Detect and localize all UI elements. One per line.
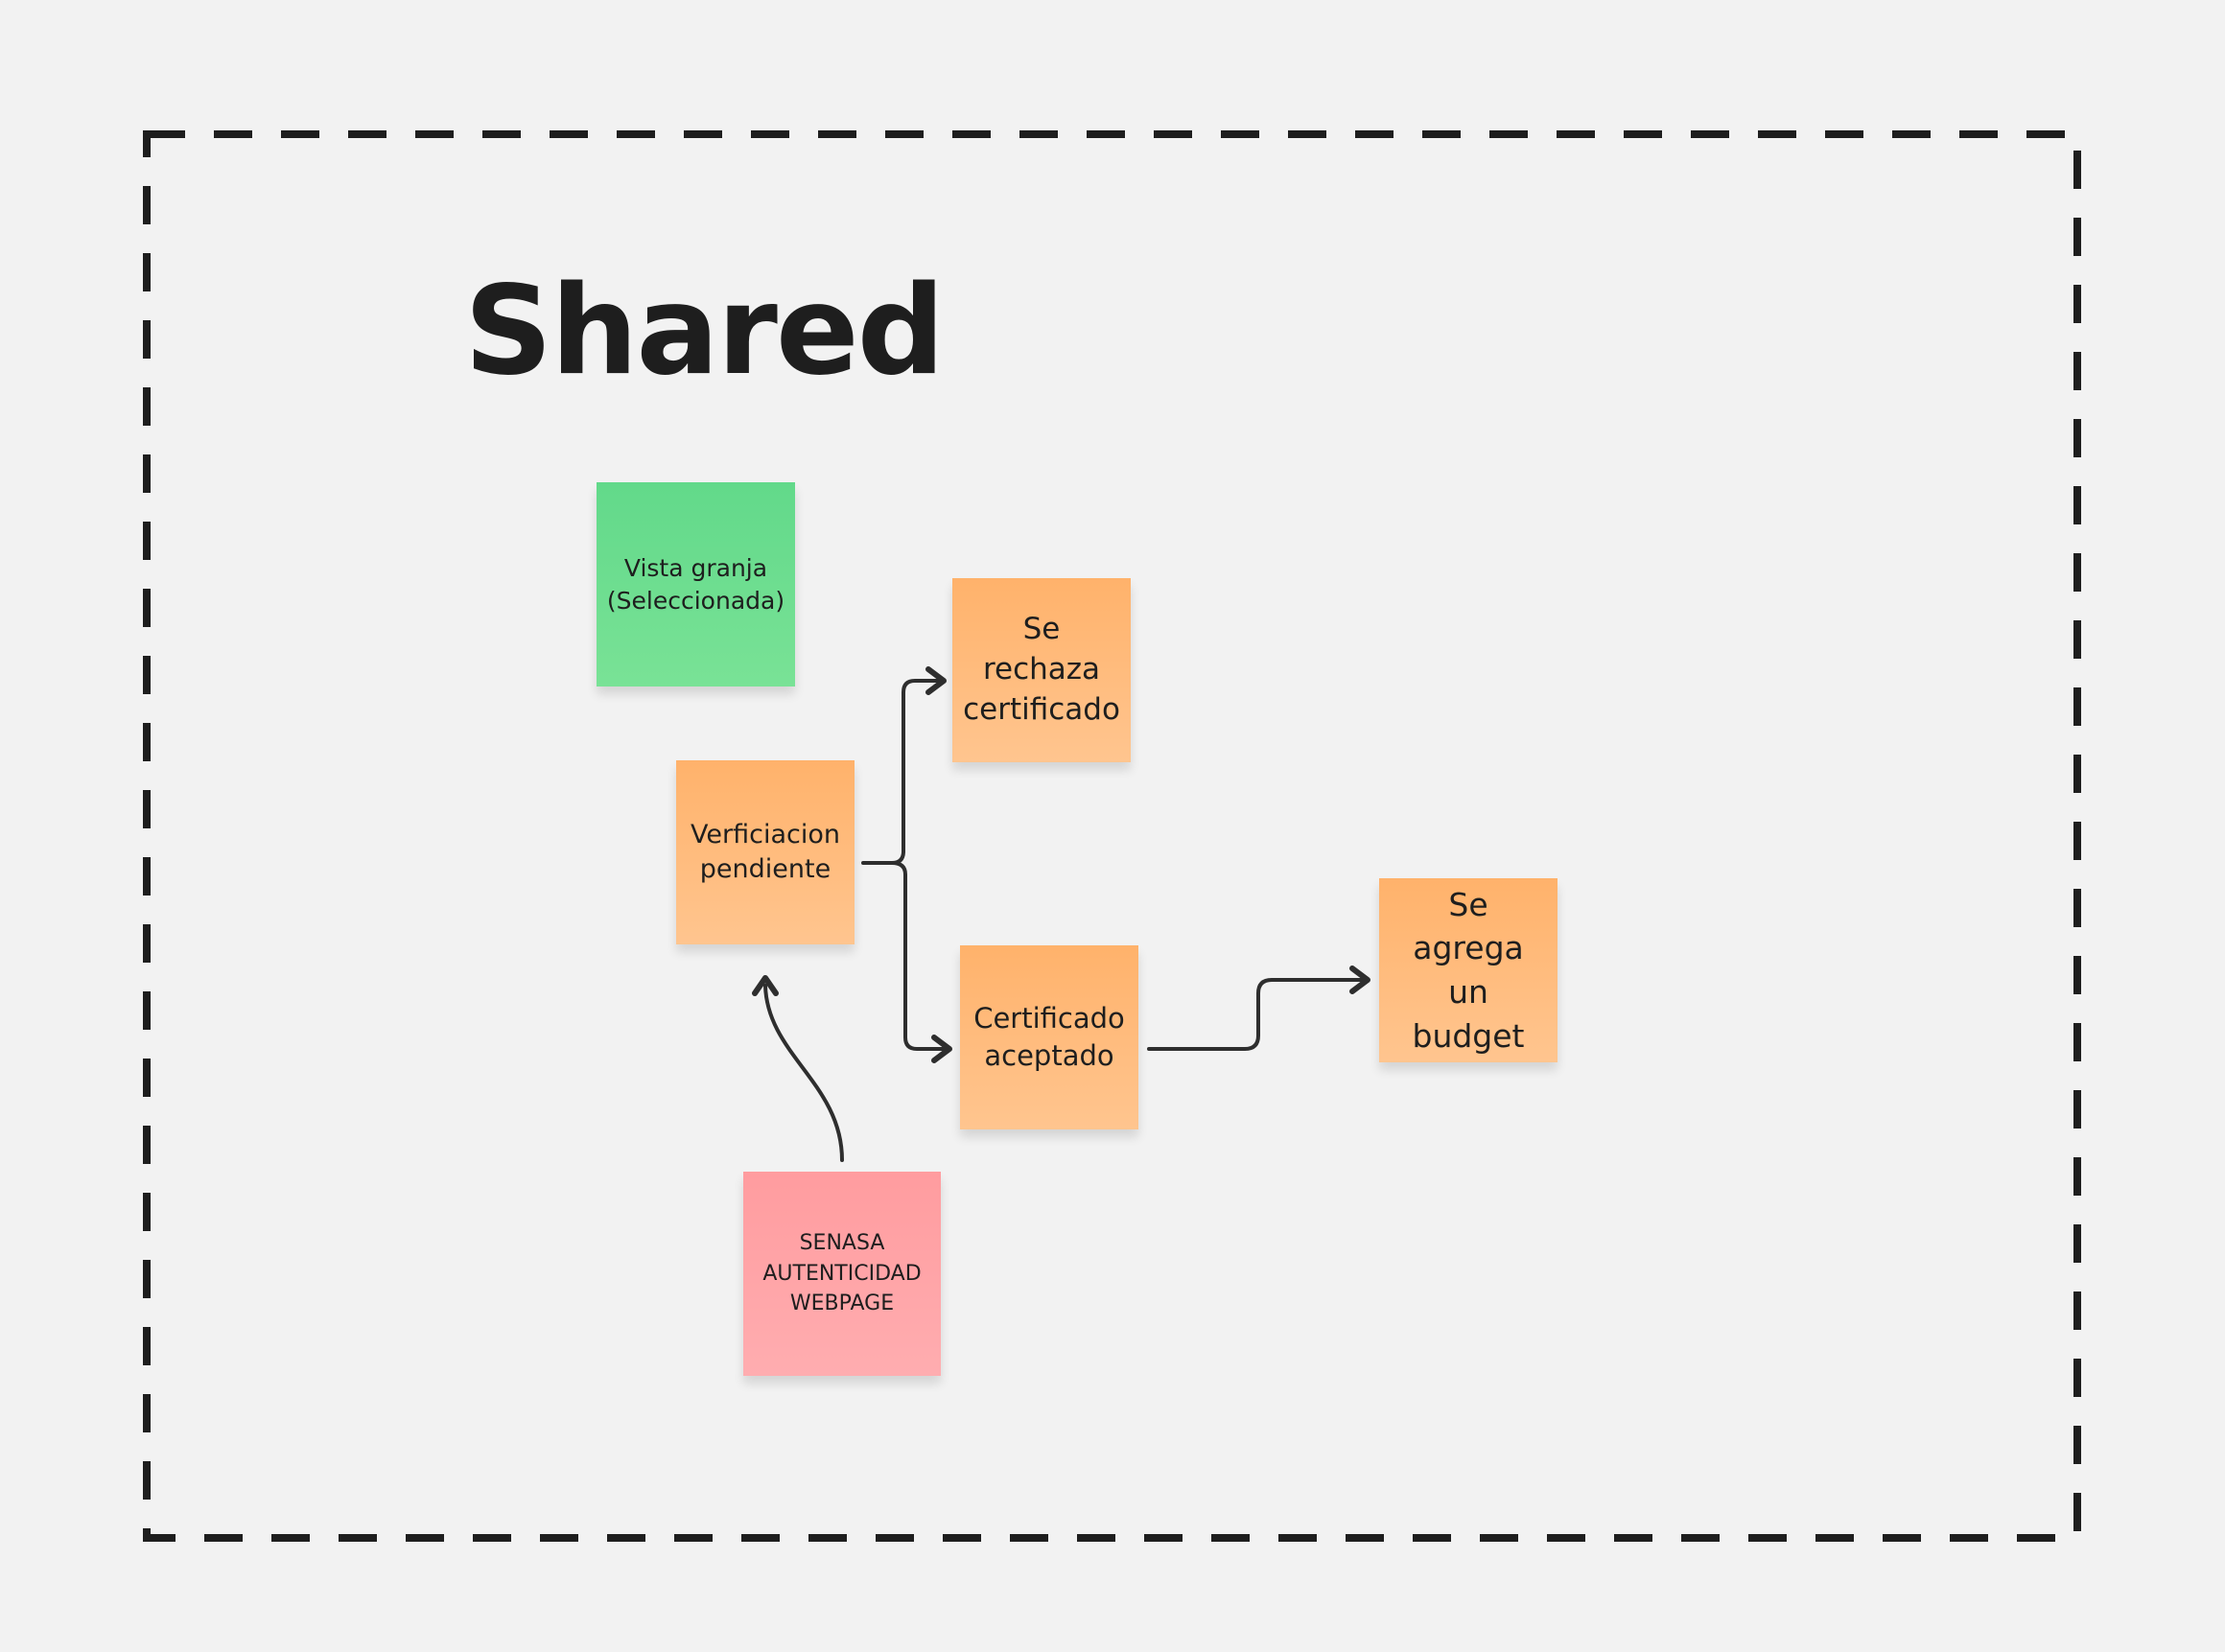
frame-title: Shared bbox=[464, 260, 945, 403]
sticky-note-senasa[interactable]: SENASA AUTENTICIDAD WEBPAGE bbox=[743, 1172, 941, 1376]
sticky-note-se-agrega-un-budget[interactable]: Se agrega un budget bbox=[1379, 878, 1558, 1062]
sticky-note-certificado-aceptado[interactable]: Certificado aceptado bbox=[960, 945, 1138, 1129]
sticky-note-text: Se agrega un budget bbox=[1412, 885, 1525, 1055]
sticky-note-text: Certificado aceptado bbox=[973, 1001, 1125, 1072]
sticky-note-text: Vista granja (Seleccionada) bbox=[606, 553, 785, 615]
sticky-note-se-rechaza-certificado[interactable]: Se rechaza certificado bbox=[952, 578, 1131, 762]
sticky-note-text: Verficiacion pendiente bbox=[691, 819, 840, 884]
sticky-note-verificacion-pendiente[interactable]: Verficiacion pendiente bbox=[676, 760, 855, 944]
sticky-note-text: SENASA AUTENTICIDAD WEBPAGE bbox=[762, 1230, 922, 1316]
sticky-note-vista-granja[interactable]: Vista granja (Seleccionada) bbox=[597, 482, 795, 686]
sticky-note-text: Se rechaza certificado bbox=[963, 612, 1120, 727]
